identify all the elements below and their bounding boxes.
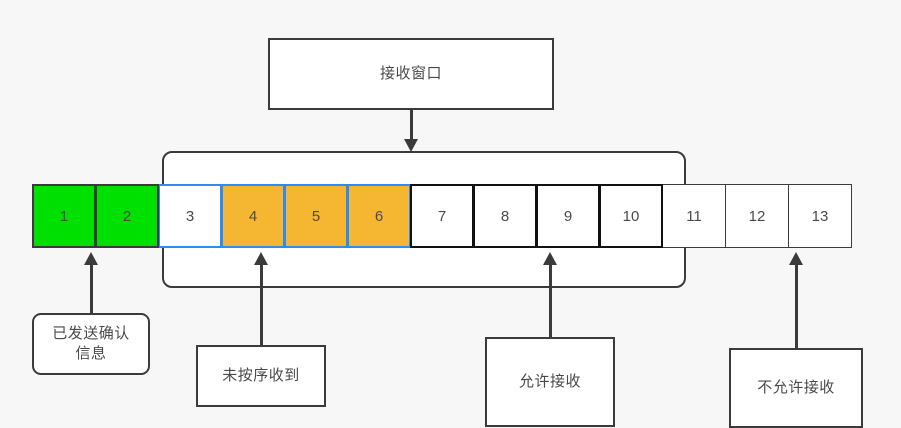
- sequence-cell-11: 11: [662, 184, 726, 248]
- sequence-cell-8: 8: [473, 184, 537, 248]
- sequence-cell-label: 4: [248, 207, 258, 225]
- callout-allowed: 允许接收: [485, 337, 615, 427]
- sequence-cell-label: 5: [311, 207, 321, 225]
- sequence-cell-label: 1: [59, 207, 69, 225]
- callout-allowed-label: 允许接收: [518, 372, 581, 390]
- sequence-cell-12: 12: [725, 184, 789, 248]
- sequence-cell-7: 7: [410, 184, 474, 248]
- callout-not-allowed: 不允许接收: [729, 348, 863, 428]
- sequence-cell-label: 7: [437, 207, 447, 225]
- sequence-cell-label: 12: [748, 207, 766, 225]
- callout-acknowledged-label: 已发送确认 信息: [52, 324, 130, 362]
- callout-acknowledged: 已发送确认 信息: [32, 313, 150, 375]
- sequence-cell-label: 10: [622, 207, 640, 225]
- sequence-cell-2: 2: [95, 184, 159, 248]
- receive-window-title-box: 接收窗口: [268, 38, 554, 110]
- sequence-cell-13: 13: [788, 184, 852, 248]
- callout-not-allowed-label: 不允许接收: [757, 378, 835, 396]
- sequence-cell-6: 6: [347, 184, 411, 248]
- sequence-cell-label: 2: [122, 207, 132, 225]
- sequence-cell-label: 3: [185, 207, 195, 225]
- receive-window-title-label: 接收窗口: [379, 64, 442, 82]
- sequence-cell-4: 4: [221, 184, 285, 248]
- sequence-cell-1: 1: [32, 184, 96, 248]
- sequence-cell-label: 13: [811, 207, 829, 225]
- sequence-cell-9: 9: [536, 184, 600, 248]
- sequence-cell-label: 9: [563, 207, 573, 225]
- sequence-cell-label: 11: [686, 207, 702, 225]
- sequence-cell-5: 5: [284, 184, 348, 248]
- sequence-cell-label: 8: [500, 207, 510, 225]
- callout-out-of-order: 未按序收到: [196, 345, 326, 407]
- sequence-cell-3: 3: [158, 184, 222, 248]
- sequence-cell-10: 10: [599, 184, 663, 248]
- callout-out-of-order-label: 未按序收到: [222, 366, 300, 384]
- sequence-cell-label: 6: [374, 207, 384, 225]
